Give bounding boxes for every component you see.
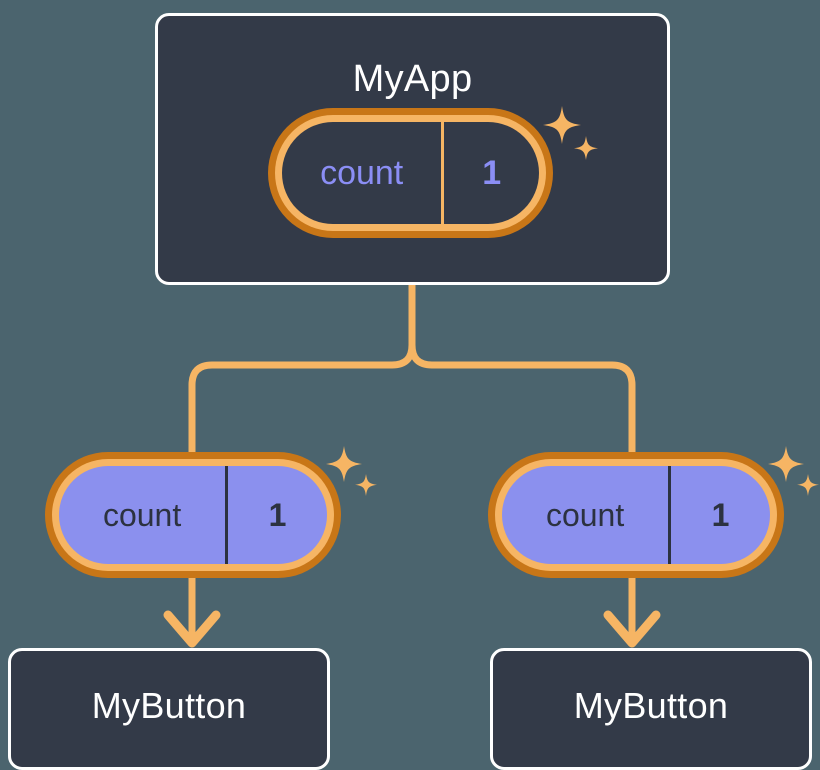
arrow-down-icon-left bbox=[163, 574, 221, 648]
component-title-mybutton: MyButton bbox=[91, 685, 247, 726]
component-title-myapp: MyApp bbox=[352, 58, 473, 100]
state-pill-ring: count 1 bbox=[495, 459, 777, 571]
state-value-label: 1 bbox=[668, 466, 770, 564]
state-value-label: 1 bbox=[225, 466, 327, 564]
component-card-mybutton-right[interactable]: MyButton bbox=[490, 648, 812, 770]
state-pill-ring: count 1 bbox=[275, 115, 546, 231]
state-pill-face: count 1 bbox=[282, 122, 539, 224]
state-pill-face: count 1 bbox=[502, 466, 770, 564]
component-card-mybutton-left[interactable]: MyButton bbox=[8, 648, 330, 770]
state-pill-myapp[interactable]: count 1 bbox=[268, 108, 553, 238]
component-title-mybutton: MyButton bbox=[573, 685, 729, 726]
state-pill-face: count 1 bbox=[59, 466, 327, 564]
edge-myapp-to-right-state bbox=[408, 281, 636, 456]
edge-myapp-to-left-state bbox=[188, 281, 416, 456]
state-value-label: 1 bbox=[441, 122, 539, 224]
state-key-label: count bbox=[545, 496, 625, 533]
state-pill-ring: count 1 bbox=[52, 459, 334, 571]
state-pill-right[interactable]: count 1 bbox=[488, 452, 784, 578]
arrow-down-icon-right bbox=[603, 574, 661, 648]
state-key-label: count bbox=[102, 496, 182, 533]
state-key-label: count bbox=[320, 153, 404, 192]
state-pill-left[interactable]: count 1 bbox=[45, 452, 341, 578]
